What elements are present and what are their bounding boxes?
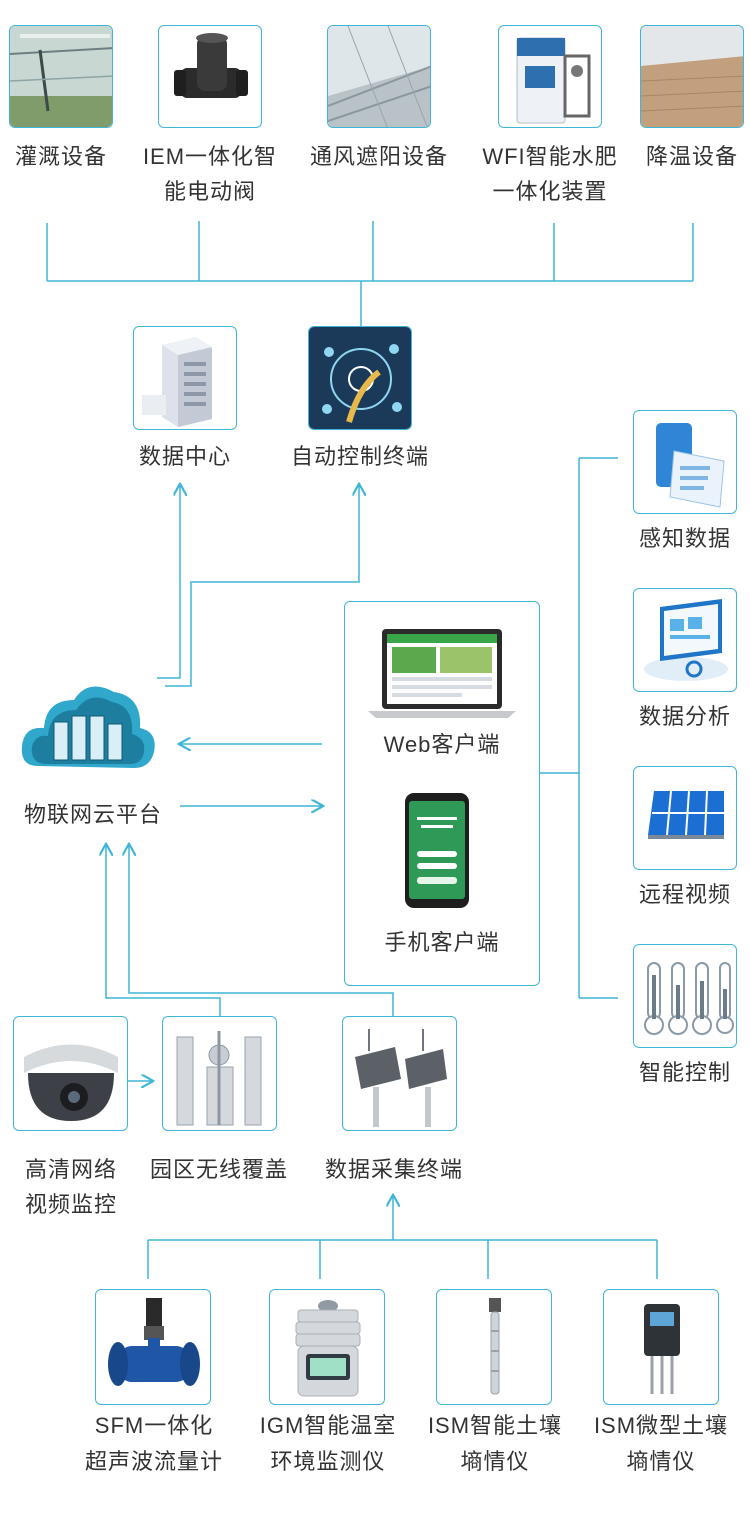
soil-probe-icon [489,1298,501,1395]
device-label-cooling: 降温设备 [645,144,738,169]
device-label-valve-2: 能电动阀 [163,179,256,204]
sense-data-card [633,410,737,514]
device-label-irrigation: 灌溉设备 [14,144,107,169]
camera-card [13,1016,128,1131]
device-card-fertigation [498,25,602,128]
shade-net-icon [328,26,430,127]
analytics-tablet-icon [644,599,728,681]
env-monitor-card [269,1289,385,1405]
env-monitor-label-1: IGM智能温室 [259,1413,397,1438]
smart-control-card [633,944,737,1048]
greenhouse-irrigation-icon [10,26,112,127]
valve-icon [174,33,248,98]
device-card-shade [327,25,431,128]
soil-sensor-label-1: ISM微型土壤 [593,1413,729,1438]
data-sheet-icon [656,423,725,508]
soil-sensor-card [603,1289,719,1405]
laptop-icon[interactable] [368,625,516,720]
data-analysis-label: 数据分析 [638,704,731,729]
device-label-shade: 通风遮阳设备 [309,144,448,169]
wireless-label: 园区无线覆盖 [149,1157,288,1182]
env-monitor-icon [295,1300,361,1397]
device-label-fertigation-1: WFI智能水肥 [482,144,618,169]
device-card-cooling [640,25,744,128]
remote-video-card [633,766,737,870]
wireless-card [162,1016,277,1131]
env-monitor-label-2: 环境监测仪 [270,1449,386,1474]
thermometer-icon [644,962,734,1035]
wireless-tower-icon [176,1031,262,1126]
data-analysis-card [633,588,737,692]
flow-meter-card [95,1289,211,1405]
dome-camera-icon [24,1044,118,1121]
device-card-irrigation [9,25,113,128]
web-client-label: Web客户端 [383,732,501,757]
sense-data-label: 感知数据 [638,526,731,551]
cloud-platform-label: 物联网云平台 [23,802,162,827]
cloud-server-icon [21,686,155,768]
solar-panel-video-icon [648,790,724,839]
flow-meter-label-2: 超声波流量计 [84,1449,223,1474]
auto-terminal-card [308,326,412,430]
collection-terminal-icon [355,1029,447,1127]
soil-sensor-icon [644,1304,680,1394]
smartphone-icon[interactable] [403,791,471,910]
collection-terminal-label: 数据采集终端 [324,1157,463,1182]
fertigation-machine-icon [516,37,591,124]
data-center-card [133,326,237,430]
smart-control-label: 智能控制 [638,1060,731,1085]
soil-sensor-label-2: 墒情仪 [626,1449,696,1474]
flow-meter-label-1: SFM一体化 [94,1413,214,1438]
cooling-pad-icon [641,26,743,127]
soil-probe-card [436,1289,552,1405]
data-center-label: 数据中心 [138,444,231,469]
flow-meter-icon [108,1298,200,1386]
device-label-valve-1: IEM一体化智 [142,144,278,169]
server-icon [142,337,212,427]
soil-probe-label-1: ISM智能土壤 [427,1413,563,1438]
client-panel [344,601,540,986]
soil-probe-label-2: 墒情仪 [460,1449,530,1474]
collection-terminal-card [342,1016,457,1131]
auto-terminal-label: 自动控制终端 [290,444,429,469]
device-label-fertigation-2: 一体化装置 [492,179,608,204]
camera-label-1: 高清网络 [24,1157,117,1182]
device-card-valve [158,25,262,128]
camera-label-2: 视频监控 [24,1192,117,1217]
control-terminal-icon [309,327,411,429]
remote-video-label: 远程视频 [638,882,731,907]
mobile-client-label: 手机客户端 [384,930,500,955]
